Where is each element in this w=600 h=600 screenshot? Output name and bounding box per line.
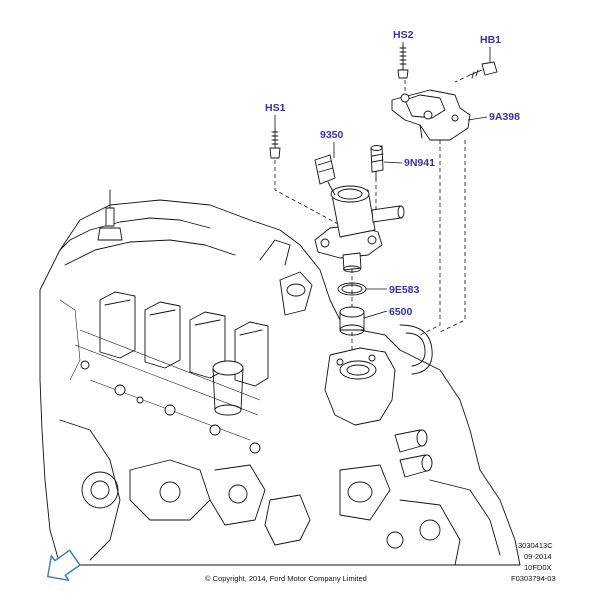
label-hs1: HS1 — [265, 102, 286, 114]
label-9e583: 9E583 — [389, 284, 420, 296]
reference-block: 3030413C 09-2014 10FD0X F0303794-03 — [511, 541, 556, 583]
ref-line-2: 09-2014 — [524, 552, 552, 561]
ref-line-1: 3030413C — [518, 541, 553, 550]
o-ring-seal — [337, 282, 367, 296]
view-direction-arrow-icon — [47, 549, 81, 581]
copyright-notice: © Copyright, 2014, Ford Motor Company Li… — [205, 574, 367, 583]
pump-mounting-pedestal — [324, 347, 396, 426]
coil-pack-row — [99, 291, 269, 387]
ref-line-4: F0303794-03 — [511, 574, 556, 583]
fuel-pump — [314, 154, 405, 273]
hs2-stud — [397, 44, 409, 79]
hs1-stud — [269, 127, 281, 159]
ref-line-3: 10FD0X — [524, 563, 552, 572]
label-9n941: 9N941 — [404, 157, 435, 169]
label-9a398: 9A398 — [489, 111, 520, 123]
left-sensor-stud — [97, 189, 123, 241]
engine-block-illustration — [39, 189, 521, 566]
pump-bracket — [391, 89, 471, 141]
leader-lines — [274, 42, 491, 319]
label-hs2: HS2 — [393, 29, 414, 41]
cover-bolts — [80, 360, 261, 454]
pressure-sensor — [370, 145, 384, 181]
intake-elbow — [279, 271, 313, 316]
label-6500: 6500 — [389, 306, 413, 318]
oil-filler-neck — [212, 360, 244, 416]
hb1-bolt — [469, 61, 498, 79]
label-9350: 9350 — [320, 129, 344, 141]
coolant-outlets — [339, 429, 433, 521]
roller-follower — [339, 306, 365, 336]
label-hb1: HB1 — [480, 34, 501, 46]
alignment-lines — [274, 74, 471, 352]
